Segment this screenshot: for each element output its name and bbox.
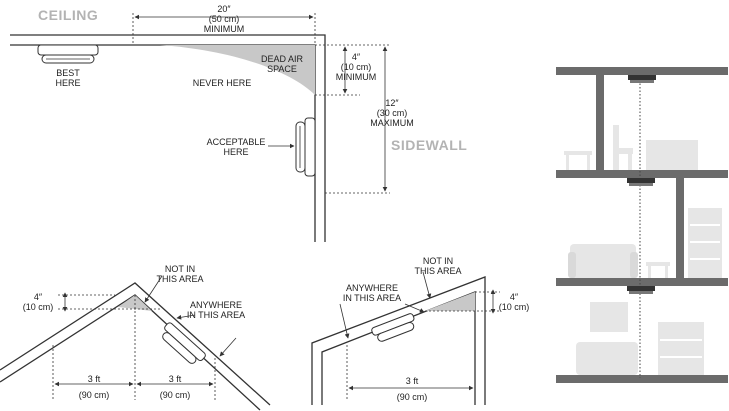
peaked-anywhere-1: ANYWHERE — [190, 300, 242, 310]
table-icon — [646, 262, 670, 278]
peaked-4in-value: 4″ — [34, 292, 43, 302]
peaked-edge-arrow — [219, 337, 237, 357]
acceptable-label-2: HERE — [223, 147, 248, 157]
multi-story-panel — [556, 67, 728, 383]
sidewall-label: SIDEWALL — [391, 137, 467, 153]
dead-air-label-1: DEAD AIR — [261, 54, 304, 64]
sloped-not-in-area — [425, 292, 475, 311]
floor-slab-top — [556, 67, 728, 75]
peaked-right-3ft: 3 ft — [169, 374, 182, 384]
peaked-roof-outer — [0, 282, 271, 406]
smoke-detector-icon — [37, 44, 99, 64]
dim-4in-value: 4″ — [352, 52, 361, 62]
bookshelf-icon — [688, 208, 722, 278]
dim-12in-cm: (30 cm) — [377, 108, 408, 118]
interior-wall-middle — [676, 178, 684, 278]
peaked-not-in-arrow — [144, 275, 163, 303]
peaked-ceiling-panel: 4″ (10 cm) NOT IN THIS AREA ANYWHERE IN … — [0, 264, 271, 411]
peaked-right-90cm: (90 cm) — [160, 390, 191, 400]
smoke-detector-icon — [627, 286, 655, 294]
dead-air-space — [160, 45, 315, 95]
sloped-not-in-2: THIS AREA — [414, 266, 461, 276]
ceiling-wall-outer-line — [10, 34, 326, 242]
smoke-detector-icon — [295, 117, 316, 177]
dim-20in-cm: (50 cm) — [209, 14, 240, 24]
sofa-icon — [576, 342, 638, 375]
sloped-4in-cm: (10 cm) — [499, 302, 530, 312]
ceiling-sidewall-panel: CEILING 20″ (50 cm) MINIMUM BEST HERE NE… — [10, 4, 467, 242]
picture-frame-icon — [590, 302, 628, 332]
floor-slab-basement — [556, 375, 728, 383]
peaked-anywhere-arrow — [176, 314, 196, 320]
floor-slab-second — [556, 170, 728, 178]
sloped-outer-wall — [311, 276, 486, 405]
best-here-label-2: HERE — [55, 78, 80, 88]
dim-4in-cm: (10 cm) — [341, 62, 372, 72]
acceptable-label-1: ACCEPTABLE — [207, 137, 266, 147]
table-icon — [646, 140, 698, 170]
sloped-90cm: (90 cm) — [397, 392, 428, 402]
sloped-anywhere-2: IN THIS AREA — [343, 293, 401, 303]
bookshelf-icon — [658, 322, 704, 375]
interior-wall-upper — [596, 75, 604, 170]
never-here-label: NEVER HERE — [193, 78, 252, 88]
ceiling-label: CEILING — [38, 7, 98, 23]
peaked-anywhere-2: IN THIS AREA — [187, 310, 245, 320]
dim-4in-note: MINIMUM — [336, 72, 377, 82]
dead-air-label-2: SPACE — [267, 64, 297, 74]
sloped-anywhere-1: ANYWHERE — [346, 283, 398, 293]
peaked-left-90cm: (90 cm) — [79, 390, 110, 400]
sloped-3ft: 3 ft — [406, 376, 419, 386]
dim-12in-value: 12″ — [385, 98, 399, 108]
sloped-anywhere-left-arrow — [339, 303, 350, 339]
sloped-not-in-arrow — [422, 271, 432, 299]
sloped-anywhere-right-arrow — [404, 303, 425, 313]
dim-20in-note: MINIMUM — [204, 24, 245, 34]
best-here-label-1: BEST — [56, 68, 80, 78]
sloped-not-in-1: NOT IN — [423, 256, 453, 266]
dim-12in-note: MAXIMUM — [370, 118, 414, 128]
dim-20in-value: 20″ — [217, 4, 231, 14]
smoke-detector-icon — [162, 322, 206, 364]
table-icon — [564, 151, 592, 170]
peaked-left-3ft: 3 ft — [88, 374, 101, 384]
peaked-not-in-2: THIS AREA — [156, 274, 203, 284]
sloped-ceiling-panel: 4″ (10 cm) NOT IN THIS AREA ANYWHERE IN … — [311, 256, 530, 405]
smoke-detector-icon — [371, 313, 415, 342]
smoke-detector-icon — [628, 75, 656, 83]
peaked-not-in-1: NOT IN — [165, 264, 195, 274]
floor-slab-first — [556, 278, 728, 286]
sofa-icon — [568, 244, 638, 278]
sloped-4in-value: 4″ — [510, 292, 519, 302]
peaked-4in-cm: (10 cm) — [23, 302, 54, 312]
smoke-detector-icon — [627, 178, 655, 186]
chair-icon — [613, 125, 633, 170]
